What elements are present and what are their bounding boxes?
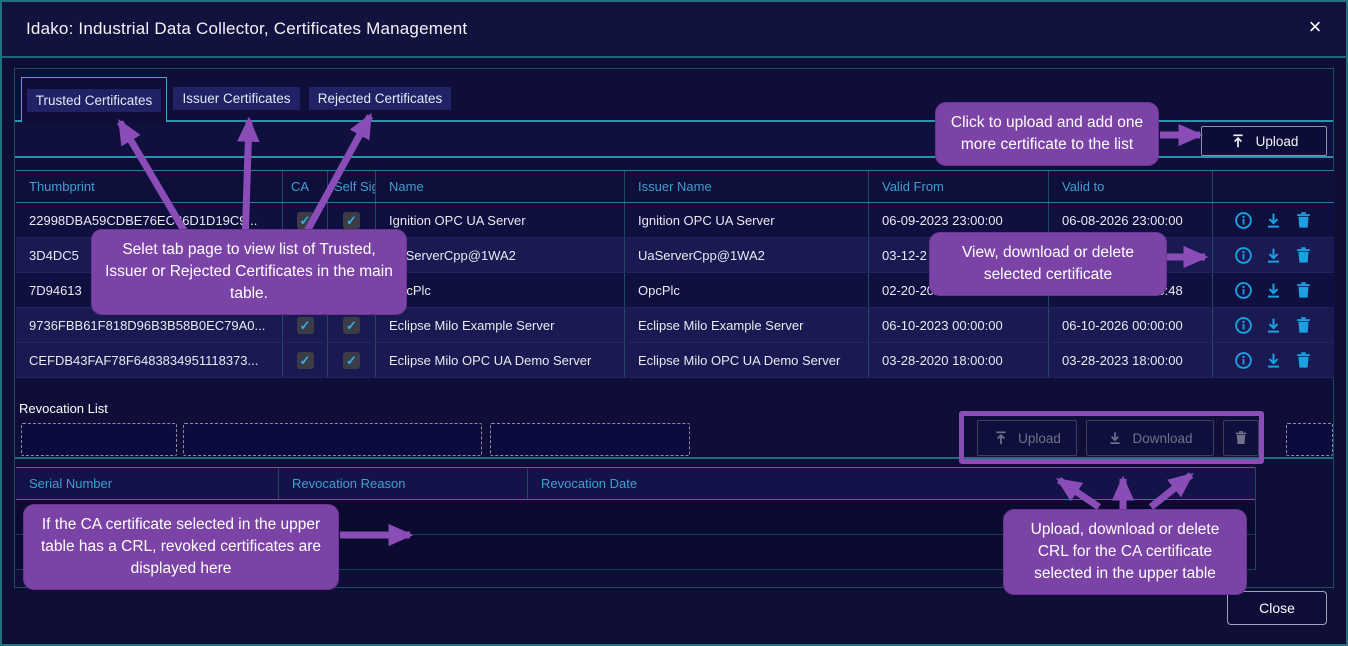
column-header-serial-number: Serial Number xyxy=(16,468,279,499)
crl-upload-button[interactable]: Upload xyxy=(977,420,1077,456)
issuer-cell: Eclipse Milo Example Server xyxy=(625,308,869,342)
valid-to-cell xyxy=(1049,238,1213,272)
thumbprint-cell: 9736FBB61F818D96B3B58B0EC79A0... xyxy=(16,308,283,342)
trash-icon[interactable] xyxy=(1294,316,1313,335)
tab-trusted-certificates[interactable]: Trusted Certificates xyxy=(21,77,167,122)
name-cell: Ignition OPC UA Server xyxy=(376,203,625,237)
download-icon[interactable] xyxy=(1264,351,1283,370)
issuer-cell: Eclipse Milo OPC UA Demo Server xyxy=(625,343,869,377)
tab-label: Issuer Certificates xyxy=(173,86,300,110)
thumbprint-cell: CEFDB43FAF78F6483834951118373... xyxy=(16,343,283,377)
trash-icon[interactable] xyxy=(1294,351,1313,370)
trash-icon xyxy=(1233,430,1249,446)
tab-issuer-certificates[interactable]: Issuer Certificates xyxy=(173,81,300,115)
self-signed-checkbox[interactable]: ✓ xyxy=(343,211,360,229)
column-header-thumbprint: Thumbprint xyxy=(16,171,283,202)
info-icon[interactable] xyxy=(1234,316,1253,335)
issuer-cell: UaServerCpp@1WA2 xyxy=(625,238,869,272)
valid-from-cell: 06-10-2023 00:00:00 xyxy=(869,308,1049,342)
info-icon[interactable] xyxy=(1234,246,1253,265)
column-header-revocation-reason: Revocation Reason xyxy=(279,468,528,499)
issuer-cell: OpcPlc xyxy=(625,273,869,307)
download-icon[interactable] xyxy=(1264,246,1283,265)
column-header-actions xyxy=(1213,171,1334,202)
crl-button-group: Upload Download xyxy=(977,420,1259,456)
ca-checkbox[interactable]: ✓ xyxy=(296,211,314,229)
trash-icon[interactable] xyxy=(1294,211,1313,230)
annotation-callout-crl-table: If the CA certificate selected in the up… xyxy=(24,505,338,589)
tab-strip: Trusted Certificates Issuer Certificates… xyxy=(15,69,1333,122)
name-cell: Eclipse Milo Example Server xyxy=(376,308,625,342)
info-icon[interactable] xyxy=(1234,211,1253,230)
valid-from-cell: 06-09-2023 23:00:00 xyxy=(869,203,1049,237)
close-icon[interactable]: × xyxy=(1308,14,1322,39)
self-signed-checkbox[interactable]: ✓ xyxy=(343,316,360,334)
tab-rejected-certificates[interactable]: Rejected Certificates xyxy=(308,81,452,115)
valid-from-cell: 03-28-2020 18:00:00 xyxy=(869,343,1049,377)
certificates-table-header: Thumbprint CA Self Signed Name Issuer Na… xyxy=(16,170,1334,203)
window-title: Idako: Industrial Data Collector, Certif… xyxy=(26,19,468,38)
column-header-name: Name xyxy=(376,171,625,202)
info-icon[interactable] xyxy=(1234,281,1253,300)
issuer-cell: Ignition OPC UA Server xyxy=(625,203,869,237)
title-bar: Idako: Industrial Data Collector, Certif… xyxy=(2,2,1346,58)
filter-input[interactable] xyxy=(21,423,177,456)
revocation-table-header: Serial Number Revocation Reason Revocati… xyxy=(16,467,1256,500)
trash-icon[interactable] xyxy=(1294,281,1313,300)
info-icon[interactable] xyxy=(1234,351,1253,370)
name-cell: Eclipse Milo OPC UA Demo Server xyxy=(376,343,625,377)
download-icon[interactable] xyxy=(1264,281,1283,300)
annotation-callout-crl-buttons: Upload, download or delete CRL for the C… xyxy=(1004,510,1246,594)
table-row[interactable]: CEFDB43FAF78F6483834951118373... ✓ ✓ Ecl… xyxy=(16,343,1334,378)
crl-download-label: Download xyxy=(1132,430,1193,446)
column-header-valid-from: Valid From xyxy=(869,171,1049,202)
name-cell: UaServerCpp@1WA2 xyxy=(376,238,625,272)
close-button[interactable]: Close xyxy=(1227,591,1327,625)
filter-input[interactable] xyxy=(1286,423,1333,456)
column-header-valid-to: Valid to xyxy=(1049,171,1213,202)
revocation-filter-strip xyxy=(15,421,1333,459)
filter-input[interactable] xyxy=(183,423,482,456)
valid-to-cell: 03-28-2023 18:00:00 xyxy=(1049,343,1213,377)
column-header-ca: CA xyxy=(283,171,328,202)
annotation-callout-tabs: Selet tab page to view list of Trusted, … xyxy=(92,230,406,314)
crl-delete-button[interactable] xyxy=(1223,420,1259,456)
crl-upload-label: Upload xyxy=(1018,430,1061,446)
valid-to-cell: 06-10-2026 00:00:00 xyxy=(1049,308,1213,342)
self-signed-checkbox[interactable]: ✓ xyxy=(343,351,360,369)
name-cell: OpcPlc xyxy=(376,273,625,307)
download-icon xyxy=(1107,430,1123,446)
download-icon[interactable] xyxy=(1264,211,1283,230)
valid-to-cell: 06-08-2026 23:00:00 xyxy=(1049,203,1213,237)
revocation-list-label: Revocation List xyxy=(19,401,108,416)
upload-certificate-button[interactable]: Upload xyxy=(1201,126,1327,156)
revocation-table-edge xyxy=(1255,467,1256,570)
ca-checkbox[interactable]: ✓ xyxy=(296,316,314,334)
column-header-revocation-date: Revocation Date xyxy=(541,476,638,491)
column-header-self-signed: Self Signed xyxy=(328,171,376,202)
ca-checkbox[interactable]: ✓ xyxy=(296,351,314,369)
tab-label: Rejected Certificates xyxy=(308,86,452,110)
tab-label: Trusted Certificates xyxy=(26,88,162,112)
upload-button-label: Upload xyxy=(1255,133,1299,149)
trash-icon[interactable] xyxy=(1294,246,1313,265)
filter-input[interactable] xyxy=(490,423,690,456)
annotation-callout-upload: Click to upload and add one more certifi… xyxy=(936,103,1158,165)
crl-download-button[interactable]: Download xyxy=(1086,420,1214,456)
column-header-issuer-name: Issuer Name xyxy=(625,171,869,202)
download-icon[interactable] xyxy=(1264,316,1283,335)
upload-icon xyxy=(993,430,1009,446)
upload-icon xyxy=(1230,133,1246,149)
annotation-callout-actions: View, download or delete selected certif… xyxy=(930,233,1166,295)
